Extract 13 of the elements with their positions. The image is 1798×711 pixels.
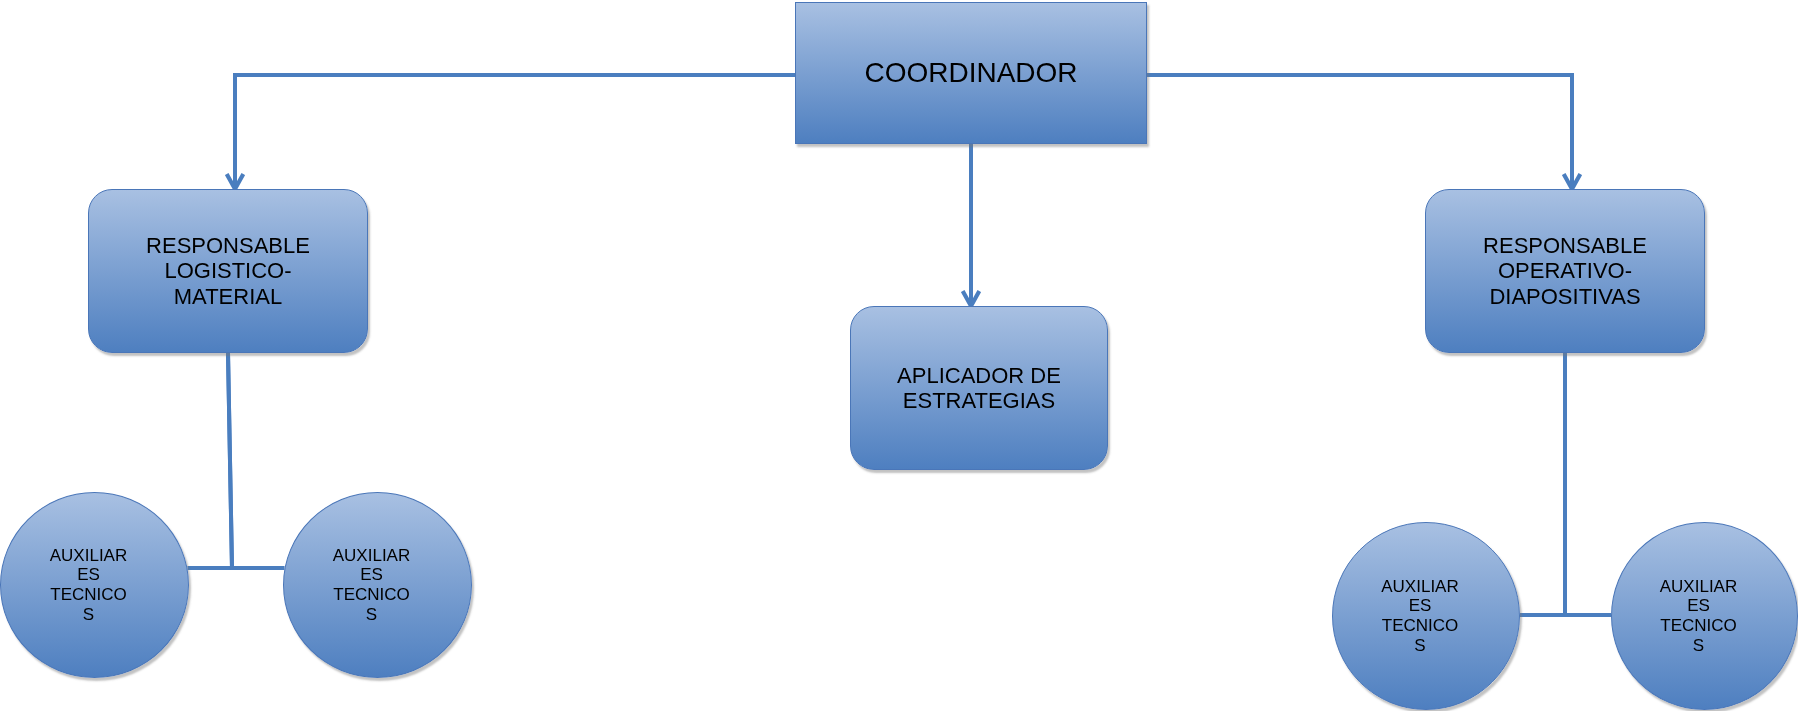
role-title: RESPONSABLE OPERATIVO-DIAPOSITIVAS	[1482, 233, 1648, 309]
role-box	[88, 189, 368, 353]
role-title: APLICADOR DE ESTRATEGIAS	[896, 362, 1062, 414]
role-title: AUXILIAR ES TECNICO S	[1380, 576, 1460, 656]
role-title: RESPONSABLE LOGISTICO-MATERIAL	[145, 233, 311, 309]
role-title: AUXILIAR ES TECNICO S	[48, 545, 129, 625]
connector-line	[226, 352, 285, 570]
role-box	[1425, 189, 1705, 353]
role-title: AUXILIAR ES TECNICO S	[1658, 576, 1739, 656]
role-title: AUXILIAR ES TECNICO S	[331, 545, 412, 625]
role-box	[795, 2, 1147, 144]
role-box	[850, 306, 1108, 470]
role-title: COORDINADOR	[863, 56, 1079, 90]
